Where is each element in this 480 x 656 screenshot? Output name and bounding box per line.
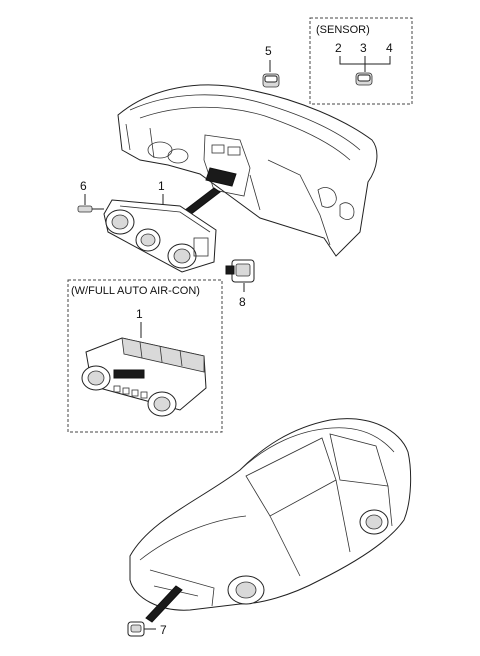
auto-aircon-part-label: 1 [136,307,143,321]
sensor-label-3: 3 [360,41,367,55]
callout-7: 7 [160,623,167,637]
sensor-box: (SENSOR) 2 3 4 [309,17,413,105]
sensor-box-title: (SENSOR) [316,24,370,36]
sensor-leader-lines [339,56,391,72]
auto-aircon-box: (W/FULL AUTO AIR-CON) 1 [67,279,223,433]
auto-display [113,369,145,379]
heater-control-unit [103,199,217,273]
callout-5: 5 [265,44,272,58]
screw-icon [77,205,104,213]
sensor-box-frame [309,17,413,105]
auto-aircon-frame [67,279,223,433]
auto-aircon-title: (W/FULL AUTO AIR-CON) [71,285,200,297]
dashboard-illustration [117,84,378,257]
callout-1-top: 1 [158,179,165,193]
arrow-to-ambient-sensor [145,585,183,623]
sensor-label-2: 2 [335,41,342,55]
sensor-part-icon [355,72,373,86]
dash-control-slot [205,167,237,187]
car-illustration [129,418,412,611]
in-car-sensor-icon [262,73,280,88]
sensor-label-4: 4 [386,41,393,55]
auto-control-unit [81,337,207,417]
callout-6: 6 [80,179,87,193]
ambient-sensor-icon [127,621,145,637]
switch-icon [225,259,255,283]
callout-8: 8 [239,295,246,309]
